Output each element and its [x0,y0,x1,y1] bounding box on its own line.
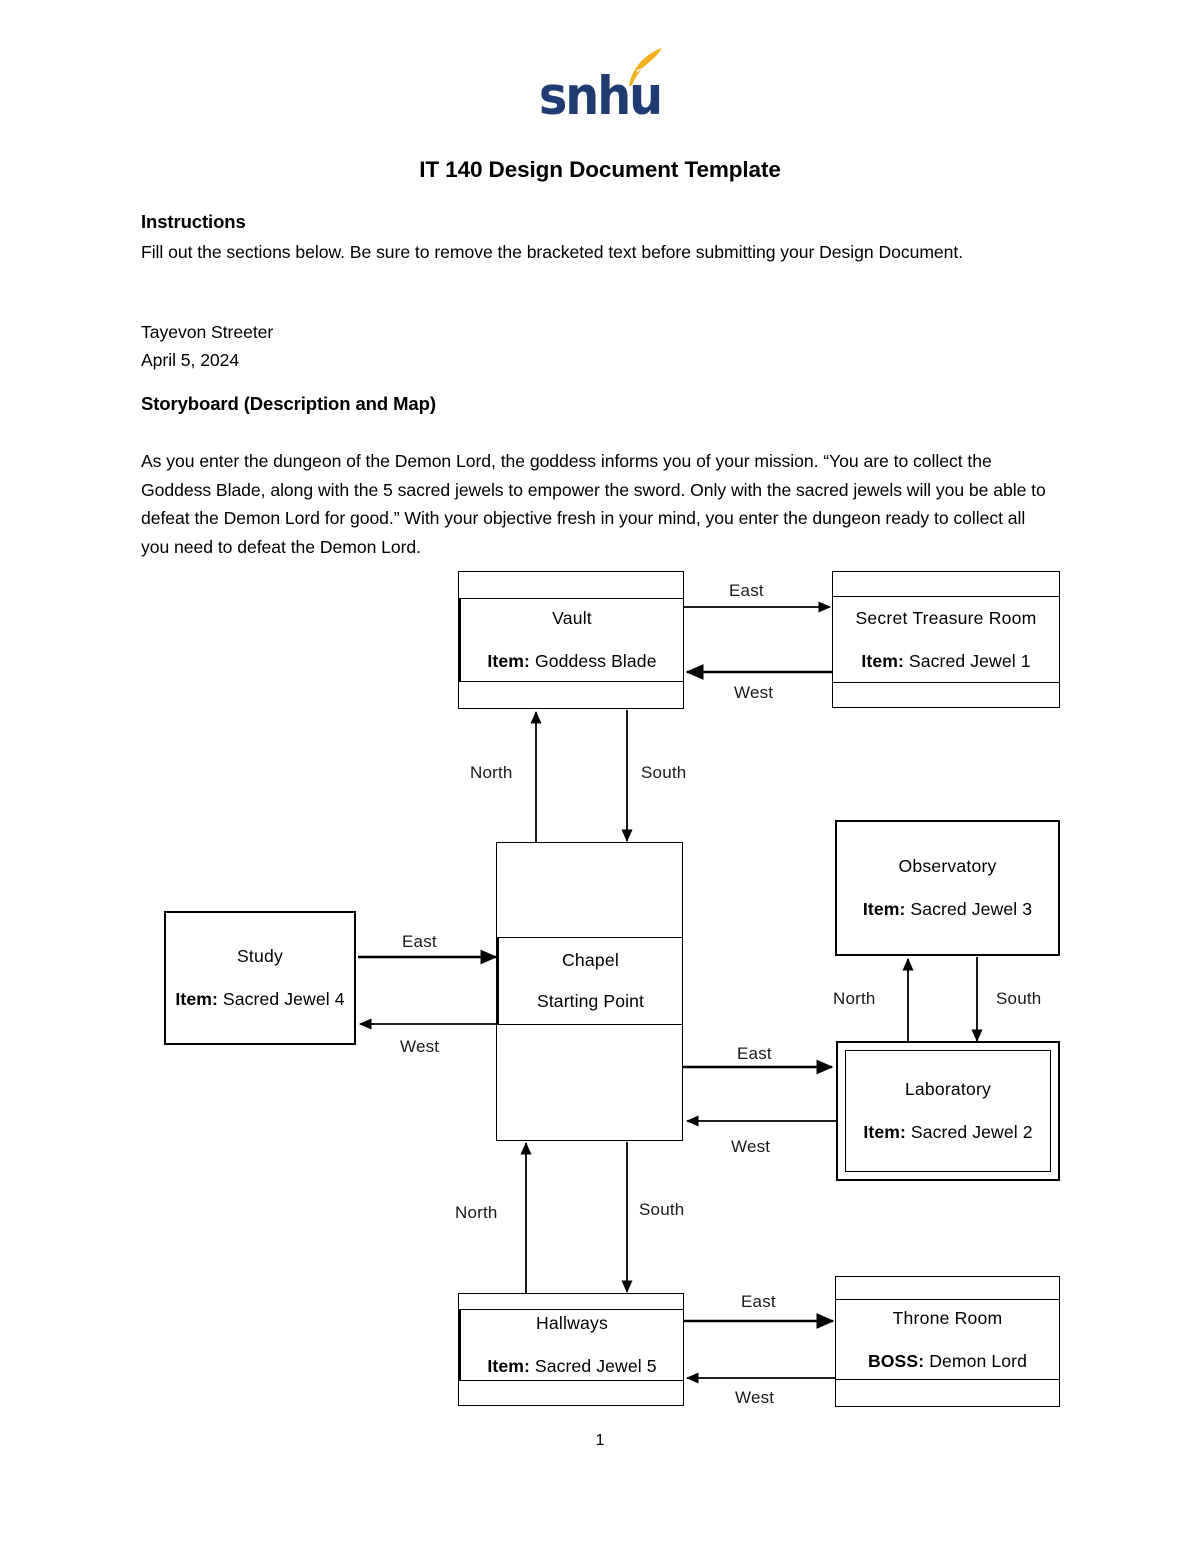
room-strip-top [833,572,1059,596]
page-title: IT 140 Design Document Template [419,157,781,182]
room-item-value: Sacred Jewel 5 [534,1356,657,1376]
room-item-value: Sacred Jewel 2 [910,1122,1033,1142]
room-item-label: BOSS: [867,1350,925,1371]
room-name: Hallways [536,1313,608,1333]
edge-label-study-east: East [402,932,437,951]
room-item-label: Item: [487,1356,530,1376]
edge-label-chapel-south: South [641,763,687,782]
edge-label-throne-west: West [735,1388,775,1407]
room-strip-bottom [459,1381,683,1405]
room-strip-top [459,1294,683,1309]
snhu-logo: snhu [0,48,1200,142]
room-laboratory[interactable]: Laboratory Item: Sacred Jewel 2 [836,1041,1060,1181]
author-name: Tayevon Streeter [141,322,274,342]
room-name: Throne Room [892,1307,1003,1328]
room-name: Study [237,946,283,966]
edge-label-hall-south: South [639,1200,685,1219]
room-item-value: Sacred Jewel 3 [910,899,1033,919]
room-chapel[interactable]: Chapel Starting Point [496,842,683,1141]
page-number: 1 [595,1432,605,1449]
room-body: Vault Item: Goddess Blade [459,598,683,682]
instructions-heading: Instructions [141,211,246,232]
storyboard-heading: Storyboard (Description and Map) [141,393,436,414]
room-name: Observatory [898,856,997,876]
room-item-label: Item: [862,899,906,919]
edge-label-vault-east: East [729,581,764,600]
author-date: April 5, 2024 [141,350,240,370]
room-item: Item: Goddess Blade [487,651,656,672]
room-strip-bottom [833,683,1059,707]
snhu-wordmark: snhu [538,66,663,127]
storyboard-body: As you enter the dungeon of the Demon Lo… [141,451,1046,557]
room-item: Starting Point [537,991,644,1012]
room-item: Item: Sacred Jewel 3 [863,899,1032,920]
room-name: Vault [552,608,592,628]
edge-label-chapel-north: North [470,763,513,782]
room-body: Chapel Starting Point [497,937,682,1025]
room-secret-treasure[interactable]: Secret Treasure Room Item: Sacred Jewel … [832,571,1060,708]
room-item: Item: Sacred Jewel 1 [861,651,1030,672]
room-item-value: Demon Lord [929,1350,1028,1371]
edge-label-hall-north: North [455,1203,498,1222]
room-item: Item: Sacred Jewel 4 [175,989,344,1010]
room-item-value: Sacred Jewel 4 [222,989,345,1009]
room-strip-top [497,843,682,937]
logo-wrap: snhu [538,48,663,132]
room-item-value: Goddess Blade [534,651,657,671]
edge-label-study-west: West [400,1037,440,1056]
room-name: Secret Treasure Room [855,607,1037,628]
room-name: Laboratory [904,1079,992,1099]
room-item-value: Starting Point [536,991,645,1011]
room-strip-bottom [459,682,683,708]
room-item: Item: Sacred Jewel 2 [863,1122,1032,1143]
edge-label-lab-east: East [737,1044,772,1063]
edge-label-lab-west: West [731,1137,771,1156]
room-item: BOSS: Demon Lord [868,1351,1027,1372]
instructions-body: Fill out the sections below. Be sure to … [141,242,964,262]
room-body: Laboratory Item: Sacred Jewel 2 [845,1050,1051,1172]
room-name: Chapel [562,950,619,970]
feather-icon [629,48,663,86]
room-strip-bottom [836,1380,1059,1406]
room-hallways[interactable]: Hallways Item: Sacred Jewel 5 [458,1293,684,1406]
room-item-value: Sacred Jewel 1 [908,650,1031,671]
edge-label-vault-west: West [734,683,774,702]
room-strip-bottom [497,1025,682,1140]
room-item-label: Item: [175,989,218,1009]
room-body: Secret Treasure Room Item: Sacred Jewel … [833,596,1059,683]
room-item-label: Item: [487,651,530,671]
room-item-label: Item: [863,1122,906,1142]
room-study[interactable]: Study Item: Sacred Jewel 4 [164,911,356,1045]
room-strip-top [836,1277,1059,1299]
room-vault[interactable]: Vault Item: Goddess Blade [458,571,684,709]
room-body: Throne Room BOSS: Demon Lord [836,1299,1059,1380]
edge-label-throne-east: East [741,1292,776,1311]
edge-label-obs-south: South [996,989,1042,1008]
room-item-label: Item: [861,650,904,671]
room-throne[interactable]: Throne Room BOSS: Demon Lord [835,1276,1060,1407]
room-strip-top [459,572,683,598]
room-observatory[interactable]: Observatory Item: Sacred Jewel 3 [835,820,1060,956]
room-body: Hallways Item: Sacred Jewel 5 [459,1309,683,1381]
edge-label-obs-north: North [833,989,876,1008]
room-item: Item: Sacred Jewel 5 [487,1356,656,1377]
